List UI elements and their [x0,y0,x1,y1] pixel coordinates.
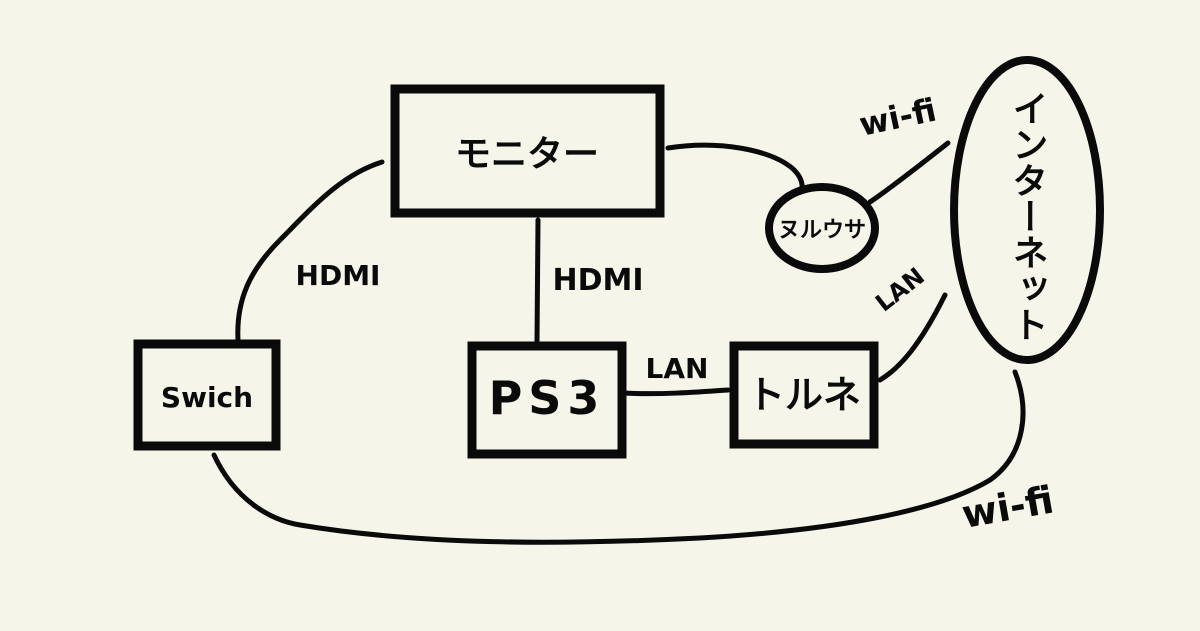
wire-switch-internet [211,369,1026,545]
internet-label: インターネット [1007,90,1048,342]
switch-box [133,339,281,451]
ps3-box [467,341,627,459]
edge-label-torne-internet: LAN [870,262,930,317]
ps3-label: PS3 [489,371,606,425]
wire-ps3-monitor [534,217,541,345]
router-label: ヌルウサ [778,218,866,243]
wire-switch-monitor [235,159,385,343]
wire-ps3-torne [619,387,731,397]
monitor-box [390,84,665,218]
monitor-label: モニター [455,134,599,175]
torne-box [729,341,879,449]
wire-router-internet [867,140,951,205]
torne-label: トルネ [747,373,861,417]
wire-monitor-router [665,142,805,193]
router-oval [765,183,879,273]
wire-torne-internet [877,292,948,383]
edge-label-ps3-torne: LAN [646,352,709,385]
edge-label-switch-monitor: HDMI [296,259,381,292]
internet-oval [950,56,1104,364]
edge-label-ps3-monitor: HDMI [552,263,643,298]
switch-label: Swich [161,381,253,414]
edge-label-router-internet: wi-fi [856,91,940,144]
